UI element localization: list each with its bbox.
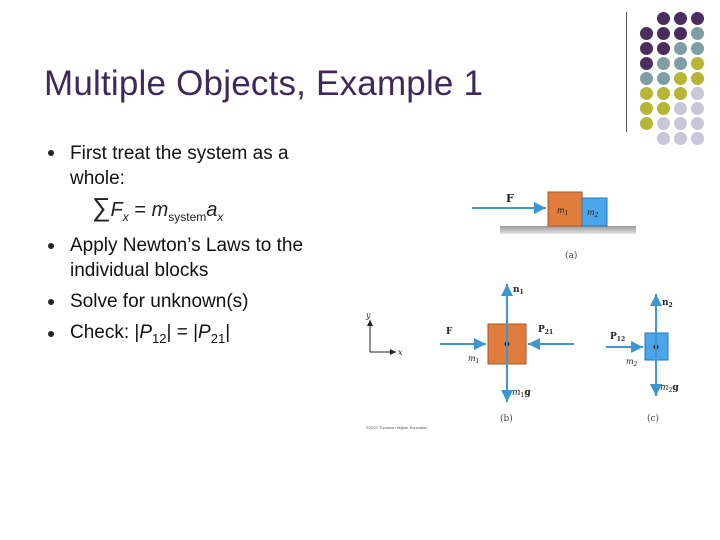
force-f-label: F xyxy=(506,192,514,205)
bullet-text-line: Apply Newton’s Laws to the xyxy=(70,235,304,256)
normal-n1-label: n1 xyxy=(513,285,524,296)
decor-dot xyxy=(674,57,687,70)
block-m1-label: m1 xyxy=(557,206,568,217)
decor-dot xyxy=(691,87,704,100)
eq-m: m xyxy=(151,199,169,221)
bullet-marker xyxy=(48,331,54,337)
decor-dot xyxy=(674,42,687,55)
check-prefix: Check: | xyxy=(70,322,140,343)
check-p12: P xyxy=(139,322,153,343)
label-b: (b) xyxy=(500,413,513,424)
decor-dot xyxy=(674,27,687,40)
decor-dot xyxy=(691,42,704,55)
eq-x2-sub: x xyxy=(217,210,224,224)
block-m2-label: m2 xyxy=(587,208,599,219)
bullet-text-line: individual blocks xyxy=(70,260,209,281)
bullet-newton-laws: Apply Newton’s Laws to the individual bl… xyxy=(70,233,303,283)
weight-m2g-label: m2g xyxy=(660,383,679,394)
check-p12-sub: 12 xyxy=(152,330,167,346)
eq-a: a xyxy=(206,199,218,221)
copyright-text: ©2007 Thomson Higher Education xyxy=(366,425,428,430)
decor-dot xyxy=(640,102,653,115)
decor-dot xyxy=(657,87,670,100)
decor-dot xyxy=(657,117,670,130)
bullet-text-line: Solve for unknown(s) xyxy=(70,291,249,312)
floor-surface xyxy=(500,226,636,234)
check-p21-sub: 21 xyxy=(210,330,226,346)
axis-x-label: x xyxy=(398,348,403,357)
check-suffix: | xyxy=(225,322,231,343)
eq-equals: = xyxy=(128,199,152,221)
decor-dot xyxy=(640,117,653,130)
decor-dot xyxy=(674,12,687,25)
bullet-marker xyxy=(48,243,54,249)
eq-system-sub: system xyxy=(168,210,207,224)
decor-dot xyxy=(691,102,704,115)
decor-dot xyxy=(657,132,670,145)
bullet-text-line: whole: xyxy=(70,168,125,189)
block-m2 xyxy=(581,197,608,227)
decor-divider xyxy=(626,12,627,132)
decor-dot xyxy=(674,117,687,130)
decor-dot xyxy=(691,117,704,130)
eq-f: F xyxy=(110,199,123,221)
label-a: (a) xyxy=(565,250,577,261)
check-p21: P xyxy=(198,322,211,343)
weight-m1g-label: m1g xyxy=(512,388,531,399)
decor-dot xyxy=(657,12,670,25)
decor-dot xyxy=(691,12,704,25)
m2-fbd-label: m2 xyxy=(626,357,638,368)
decor-dot xyxy=(691,57,704,70)
bullet-check: Check: |P12| = |P21| xyxy=(70,320,230,351)
bullet-solve: Solve for unknown(s) xyxy=(70,289,248,314)
decor-dot xyxy=(640,72,653,85)
decor-dot xyxy=(674,102,687,115)
force-f-fbd-label: F xyxy=(446,327,453,337)
check-mid: | = | xyxy=(166,322,199,343)
eq-x-sub: x xyxy=(122,210,129,224)
force-p21-label: P21 xyxy=(538,325,553,336)
bullet-marker xyxy=(48,299,54,305)
decor-dot xyxy=(691,27,704,40)
decor-dot xyxy=(674,87,687,100)
decor-dot xyxy=(674,72,687,85)
decor-dot xyxy=(640,27,653,40)
decor-dot xyxy=(640,87,653,100)
force-p12-label: P12 xyxy=(610,332,625,343)
decor-dot xyxy=(657,72,670,85)
decor-dot xyxy=(657,57,670,70)
decor-dot xyxy=(640,57,653,70)
decor-dot xyxy=(657,27,670,40)
bullet-system-whole: First treat the system as a whole: xyxy=(70,141,289,191)
sum-symbol: ∑ xyxy=(92,192,111,222)
decor-dot xyxy=(691,132,704,145)
decor-dot xyxy=(640,42,653,55)
decor-dot xyxy=(674,132,687,145)
equation-system: ∑Fx = msystemax xyxy=(92,192,223,224)
bullet-text-line: First treat the system as a xyxy=(70,143,289,164)
decor-dot xyxy=(691,72,704,85)
m1-fbd-label: m1 xyxy=(468,354,479,365)
decor-dot xyxy=(657,102,670,115)
label-c: (c) xyxy=(647,413,659,424)
normal-n2-label: n2 xyxy=(662,298,673,309)
decor-dot xyxy=(657,42,670,55)
axis-y-label: y xyxy=(365,311,371,320)
bullet-marker xyxy=(48,150,54,156)
slide-title: Multiple Objects, Example 1 xyxy=(44,64,484,103)
block-m1 xyxy=(547,191,583,227)
